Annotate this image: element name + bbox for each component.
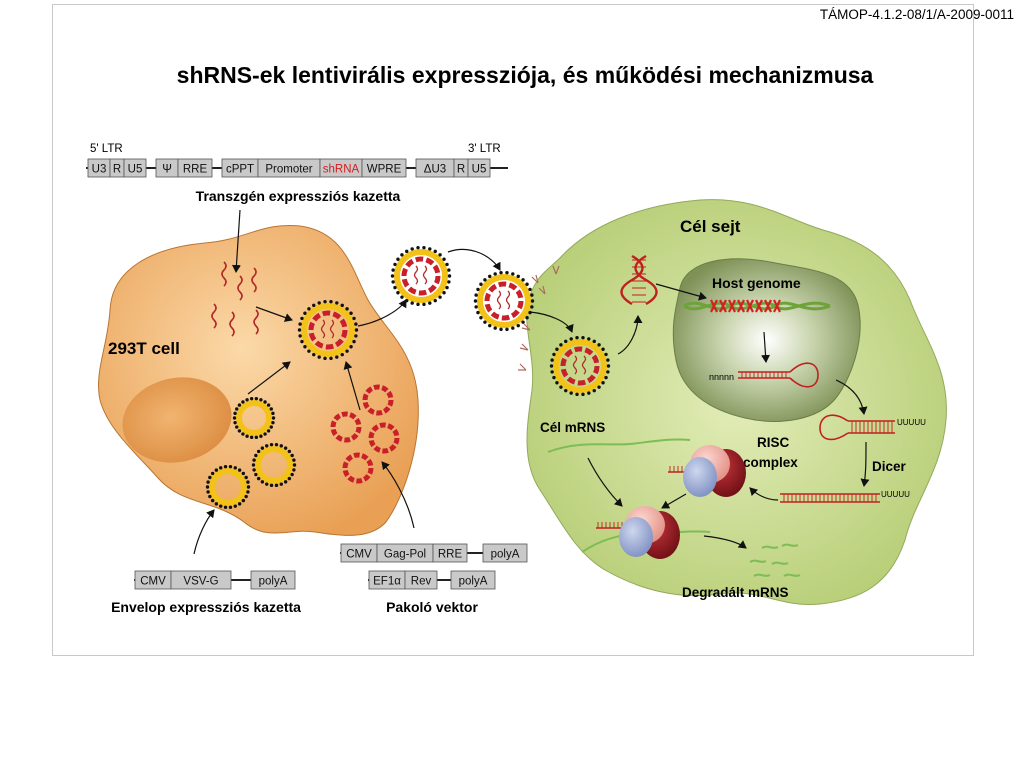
svg-text:Promoter: Promoter	[265, 164, 312, 176]
ltr5-label: 5' LTR	[90, 143, 123, 155]
attaching-virion	[473, 270, 535, 332]
capsid-particle	[330, 411, 362, 443]
envelope-caption: Envelop expressziós kazetta	[111, 599, 301, 615]
svg-text:R: R	[113, 164, 121, 176]
transgene-segment: shRNA	[319, 158, 363, 178]
pri-shrna: nnnnn	[709, 362, 819, 388]
packaging-row1-segment: Gag-Pol	[376, 543, 434, 563]
svg-text:shRNA: shRNA	[323, 164, 360, 176]
transgene-rna-squiggles	[211, 261, 259, 337]
host-nucleus	[672, 258, 861, 422]
envelope-segment: CMV	[134, 570, 172, 590]
capsid-particle	[362, 384, 394, 416]
envelope-segment: polyA	[250, 570, 296, 590]
transgene-segment: U5	[123, 158, 147, 178]
producer-cell-body	[98, 224, 419, 536]
svg-text:Ψ: Ψ	[162, 164, 172, 176]
svg-text:Gag-Pol: Gag-Pol	[384, 549, 426, 561]
svg-text:U3: U3	[92, 164, 107, 176]
packaging-vector: CMV Gag-Pol RRE polyA EF1α Rev polyA Pakoló ve…	[340, 543, 528, 615]
ltr3-label: 3' LTR	[468, 143, 501, 155]
transgene-segment: R	[109, 158, 125, 178]
packaging-row1-segment: RRE	[432, 543, 468, 563]
svg-text:VSV-G: VSV-G	[183, 576, 218, 588]
svg-text:RRE: RRE	[183, 164, 208, 176]
host-genome-dna	[683, 299, 831, 313]
svg-text:UUUUU: UUUUU	[897, 418, 926, 427]
transgene-segment: RRE	[177, 158, 213, 178]
target-mrna-label: Cél mRNS	[540, 420, 605, 435]
transgene-segment: Ψ	[155, 158, 179, 178]
svg-text:Rev: Rev	[411, 576, 432, 588]
svg-text:UUUUU: UUUUU	[881, 490, 910, 499]
packaging-row2-segment: EF1α	[368, 570, 406, 590]
producer-cell-label: 293T cell	[108, 339, 180, 358]
envelope-vesicle	[205, 464, 251, 510]
transgene-caption: Transzgén expressziós kazetta	[196, 188, 401, 204]
packaging-row1-segment: CMV	[340, 543, 378, 563]
transgene-segment: ΔU3	[415, 158, 455, 178]
svg-text:CMV: CMV	[346, 549, 372, 561]
transgene-segment: R	[453, 158, 469, 178]
capsid-particle	[368, 422, 400, 454]
producer-cell: 293T cell	[98, 224, 419, 536]
transgene-segment: U5	[467, 158, 491, 178]
svg-text:U5: U5	[128, 164, 143, 176]
svg-text:nnnnn: nnnnn	[709, 372, 734, 382]
risc-complex-top	[668, 445, 746, 497]
risc-complex-bottom	[596, 506, 680, 559]
internalized-virion	[549, 335, 611, 397]
svg-text:WPRE: WPRE	[367, 164, 402, 176]
pre-shrna: UUUUU	[819, 414, 926, 441]
transgene-segment: Promoter	[257, 158, 321, 178]
svg-text:RRE: RRE	[438, 549, 463, 561]
envelope-segment: VSV-G	[170, 570, 232, 590]
transgene-segment: WPRE	[361, 158, 407, 178]
packaging-caption: Pakoló vektor	[386, 599, 478, 615]
risc-label-2: complex	[743, 455, 798, 470]
sirna-duplex: UUUUU	[780, 490, 910, 503]
svg-text:EF1α: EF1α	[373, 576, 401, 588]
svg-text:U5: U5	[472, 164, 487, 176]
transgene-cassette: 5' LTR 3' LTR U3 R U5 Ψ RRE cPPT Promoter shRNA…	[86, 143, 508, 204]
envelope-vesicle	[251, 442, 297, 488]
svg-text:polyA: polyA	[459, 576, 488, 588]
degraded-mrna-fragments	[749, 543, 801, 577]
svg-text:R: R	[457, 164, 465, 176]
packaging-row2-segment: Rev	[404, 570, 438, 590]
slide-title: shRNS-ek lentivirális expressziója, és m…	[176, 62, 874, 88]
capsid-particle	[342, 452, 374, 484]
risc-label-1: RISC	[757, 435, 790, 450]
producer-nucleus	[122, 377, 232, 463]
transgene-segment: U3	[87, 158, 111, 178]
cell-surface-receptors	[518, 265, 560, 371]
envelope-vesicle	[232, 396, 276, 440]
packaging-row1-segment: polyA	[482, 543, 528, 563]
svg-text:polyA: polyA	[259, 576, 288, 588]
target-cell: Cél sejt Host genome Cél mRNS RISC compl…	[518, 199, 947, 606]
transgene-segment: cPPT	[221, 158, 259, 178]
svg-text:CMV: CMV	[140, 576, 166, 588]
target-cell-title: Cél sejt	[680, 217, 741, 236]
degraded-mrna-label: Degradált mRNS	[682, 585, 789, 600]
released-virion	[390, 245, 452, 307]
target-mrna-strand	[547, 438, 691, 453]
proviral-dna-helix	[620, 254, 658, 306]
svg-text:ΔU3: ΔU3	[424, 164, 446, 176]
header-code: TÁMOP-4.1.2-08/1/A-2009-0011	[819, 7, 1014, 22]
host-genome-label: Host genome	[712, 275, 801, 291]
dicer-label: Dicer	[872, 459, 907, 474]
flow-arrows	[193, 209, 870, 555]
budding-virion	[297, 299, 359, 361]
packaging-row2-segment: polyA	[450, 570, 496, 590]
envelope-cassette: CMV VSV-G polyA Envelop expressziós kazett…	[111, 570, 301, 615]
svg-text:polyA: polyA	[491, 549, 520, 561]
svg-text:cPPT: cPPT	[226, 164, 254, 176]
